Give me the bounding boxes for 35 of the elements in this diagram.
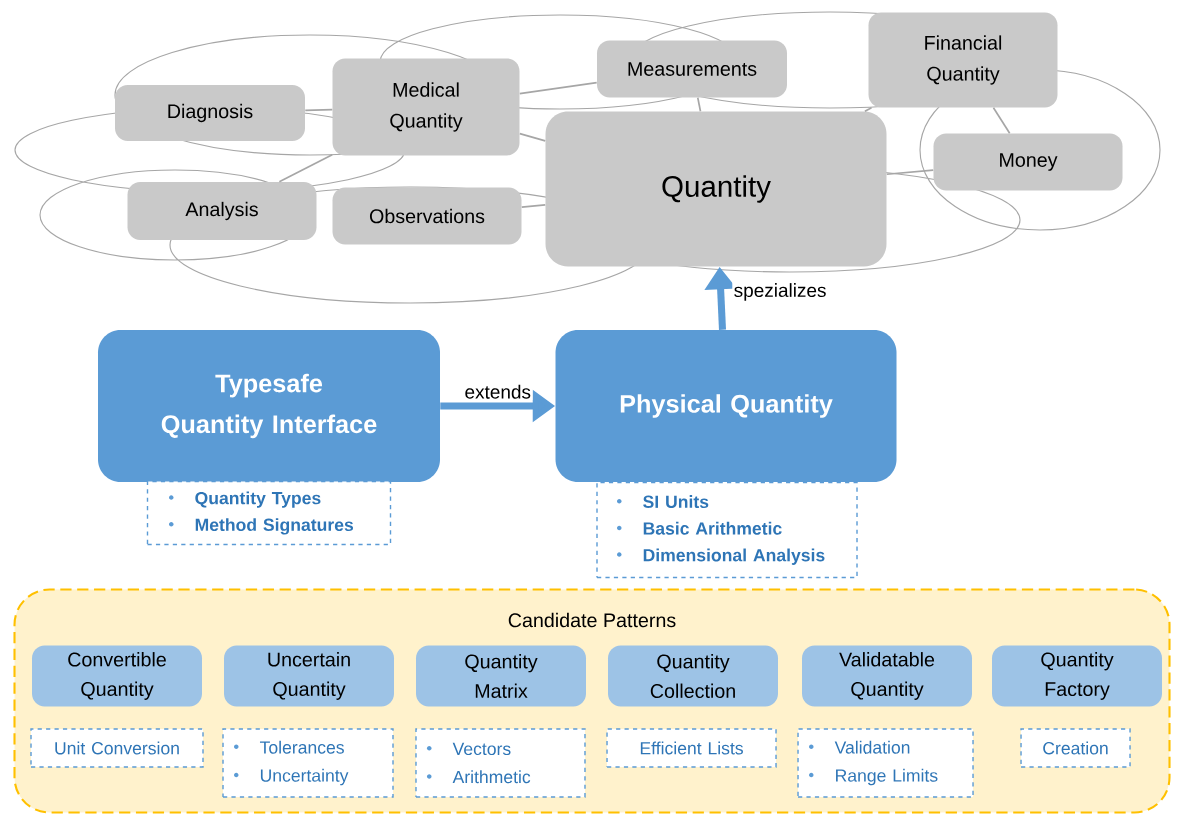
feature-list: SI Units Basic Arithmetic Dimensional Analysis: [596, 481, 858, 579]
concept-box: Money: [933, 133, 1123, 191]
feature-list: Validation Range Limits: [797, 728, 974, 798]
concept-box: Measurements: [597, 40, 787, 98]
connector-line: [518, 81, 598, 95]
concept-box: Diagnosis: [115, 85, 305, 141]
connector-line: [992, 106, 1011, 135]
concept-box: Observations: [332, 187, 522, 245]
edge-label: extends: [463, 383, 533, 401]
concept-box: Analysis: [127, 182, 317, 240]
pattern-box: Quantity Factory: [992, 645, 1162, 707]
connector-line: [520, 204, 547, 208]
component-box: Typesafe Quantity Interface: [98, 330, 440, 482]
feature-list: Quantity Types Method Signatures: [146, 480, 392, 546]
pattern-box: Quantity Collection: [608, 645, 778, 707]
feature-list: Efficient Lists: [606, 728, 777, 768]
component-box: Physical Quantity: [555, 330, 897, 482]
feature-list: Vectors Arithmetic: [415, 728, 586, 798]
pattern-box: Quantity Matrix: [416, 645, 586, 707]
connector-line: [885, 169, 935, 176]
concept-box: Quantity: [545, 111, 887, 267]
feature-list: Unit Conversion: [30, 728, 204, 768]
connector-line: [696, 96, 702, 113]
feature-list: Tolerances Uncertainty: [222, 728, 394, 798]
pattern-box: Convertible Quantity: [32, 645, 202, 707]
pattern-box: Validatable Quantity: [802, 645, 972, 707]
connector-line: [864, 106, 873, 113]
connector-line: [278, 153, 334, 183]
concept-box: Financial Quantity: [868, 12, 1058, 108]
edge-label: spezializes: [732, 281, 828, 303]
pattern-box: Uncertain Quantity: [224, 645, 394, 707]
concept-box: Medical Quantity: [332, 58, 520, 156]
connector-line: [304, 108, 334, 112]
feature-list: Creation: [1020, 728, 1131, 768]
connector-line: [518, 132, 547, 142]
